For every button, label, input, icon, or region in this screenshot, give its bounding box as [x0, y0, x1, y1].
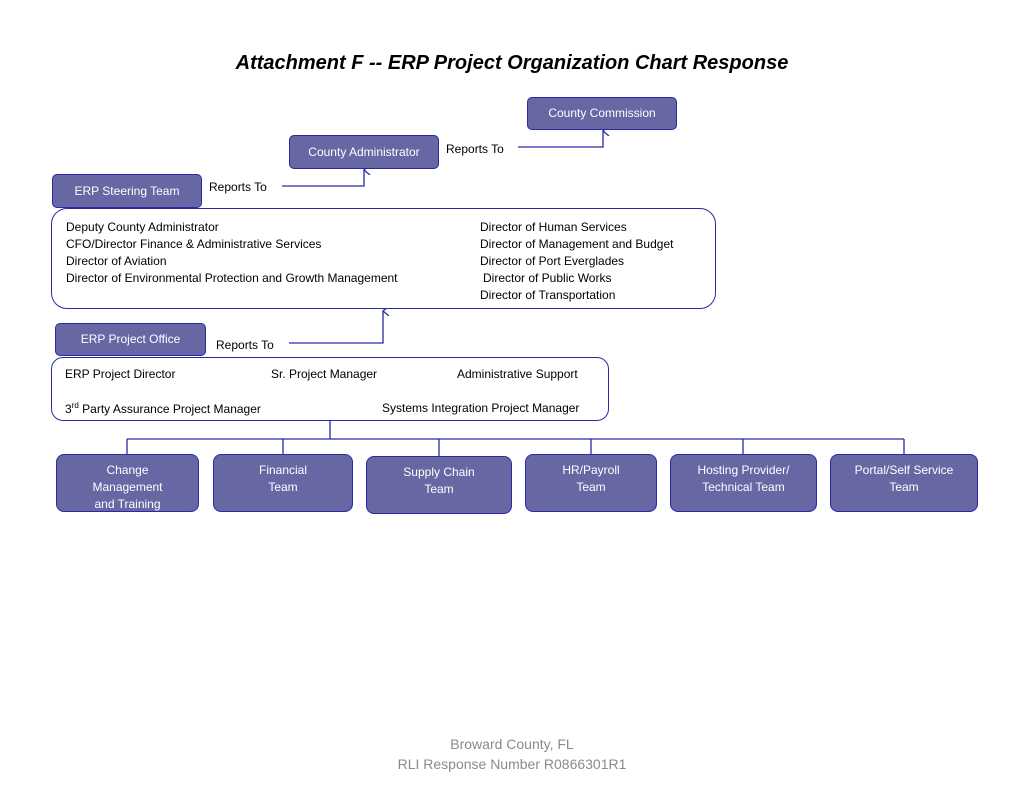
office-member: Administrative Support	[457, 367, 578, 381]
page-title: Attachment F -- ERP Project Organization…	[235, 52, 789, 74]
office-member: 3rd Party Assurance Project Manager	[65, 401, 261, 416]
steering-member: CFO/Director Finance & Administrative Se…	[66, 237, 322, 251]
team-box-hosting-provider: Hosting Provider/Technical Team	[670, 454, 817, 512]
steering-member: Director of Port Everglades	[480, 254, 625, 268]
steering-member: Director of Management and Budget	[480, 237, 674, 251]
county-administrator-box: County Administrator	[289, 135, 439, 169]
reports-to-label-steering: Reports To	[209, 180, 267, 194]
steering-member: Deputy County Administrator	[66, 220, 219, 234]
reports-to-label-office: Reports To	[216, 338, 274, 352]
steering-member: Director of Environmental Protection and…	[66, 271, 398, 285]
footer-county: Broward County, FL	[450, 736, 574, 752]
office-to-steering-arrow	[289, 311, 383, 344]
office-member: ERP Project Director	[65, 367, 176, 381]
admin-to-commission-arrow	[518, 131, 603, 148]
reports-to-label-admin: Reports To	[446, 142, 504, 156]
office-member: Sr. Project Manager	[271, 367, 378, 381]
steering-member: Director of Human Services	[480, 220, 627, 234]
steering-team-box: ERP Steering Team	[52, 174, 202, 208]
footer-rli-number: RLI Response Number R0866301R1	[397, 756, 627, 772]
steering-member: Director of Public Works	[483, 271, 612, 285]
steering-member: Director of Transportation	[480, 288, 616, 302]
steering-members-panel	[51, 208, 716, 309]
team-tree-lines	[126, 421, 905, 456]
steering-member: Director of Aviation	[66, 254, 167, 268]
county-commission-box: County Commission	[527, 97, 677, 130]
steering-to-admin-arrow	[282, 170, 364, 187]
project-office-box: ERP Project Office	[55, 323, 206, 356]
project-office-members-panel	[51, 357, 609, 421]
office-member: Systems Integration Project Manager	[382, 401, 580, 415]
